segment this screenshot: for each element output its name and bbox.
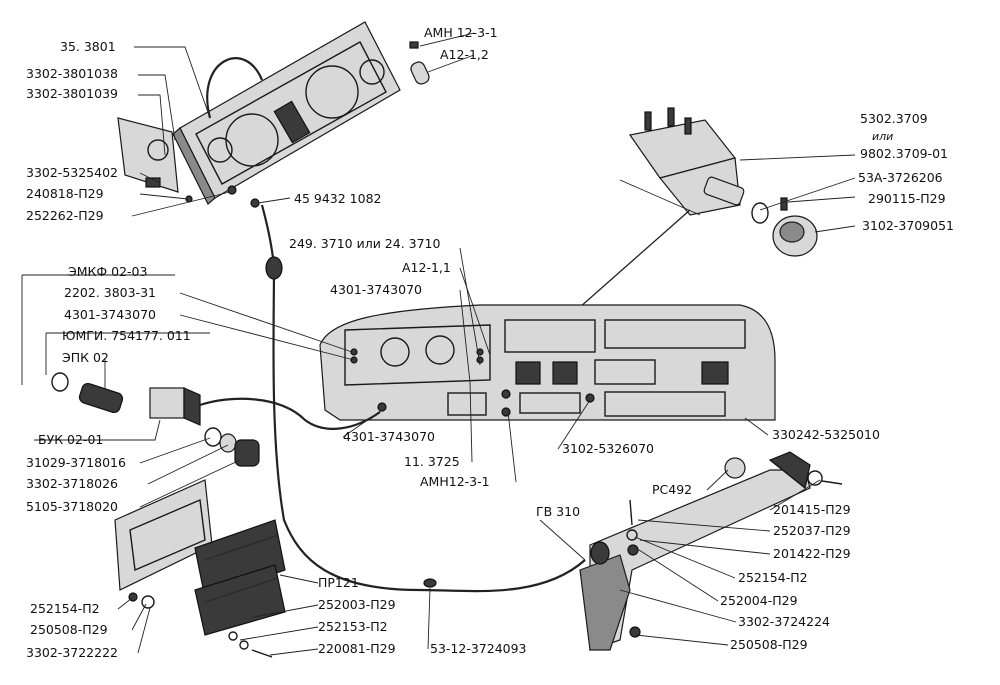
part-label: 53-12-3724093 xyxy=(430,641,527,656)
part-label: 3302-3724224 xyxy=(738,614,830,629)
part-label: ПР121 xyxy=(318,575,359,590)
relay-blocks xyxy=(194,519,286,658)
part-label: А12-1,1 xyxy=(402,260,451,275)
part-label: 3302-3722222 xyxy=(26,645,118,660)
cable-grommet xyxy=(265,256,283,280)
part-label: БУК 02-01 xyxy=(38,432,103,447)
part-label: ЮМГИ. 754177. 011 xyxy=(62,328,191,343)
accelerator-pedal xyxy=(579,451,843,651)
part-label: АМН12-3-1 xyxy=(420,474,490,489)
part-label: 3302-3718026 xyxy=(26,476,118,491)
part-label: 3302-3801038 xyxy=(26,66,118,81)
part-label: ГВ 310 xyxy=(536,504,580,519)
part-label: 252003-П29 xyxy=(318,597,396,612)
part-label: АМН 12-3-1 xyxy=(424,25,498,40)
part-label: 252004-П29 xyxy=(720,593,798,608)
part-label: 3302-5325402 xyxy=(26,165,118,180)
headlight-switch xyxy=(628,107,818,257)
part-label: 5105-3718020 xyxy=(26,499,118,514)
part-label: 249. 3710 или 24. 3710 xyxy=(289,236,441,251)
lamp-bulb xyxy=(409,41,430,85)
part-label: 4301-3743070 xyxy=(330,282,422,297)
part-label: 45 9432 1082 xyxy=(294,191,381,206)
cable-clip xyxy=(423,578,437,588)
part-labels: 35. 3801 3302-3801038 3302-3801039 3302-… xyxy=(26,25,954,660)
part-label: 252037-П29 xyxy=(773,523,851,538)
part-label: 4301-3743070 xyxy=(343,429,435,444)
part-label: 330242-5325010 xyxy=(772,427,880,442)
switch-assembly xyxy=(51,372,260,467)
dashboard-panel xyxy=(319,304,776,421)
instrument-cluster xyxy=(172,21,401,208)
part-label: 201415-П29 xyxy=(773,502,851,517)
part-label: 220081-П29 xyxy=(318,641,396,656)
part-label: 290115-П29 xyxy=(868,191,946,206)
switch-cable xyxy=(199,397,381,430)
part-label: 3302-3801039 xyxy=(26,86,118,101)
part-label: 250508-П29 xyxy=(30,622,108,637)
part-label: ЭМКФ 02-03 xyxy=(68,264,147,279)
part-label: А12-1,2 xyxy=(440,47,489,62)
part-label: 240818-П29 xyxy=(26,186,104,201)
leader-lines xyxy=(21,32,856,656)
part-label: 9802.3709-01 xyxy=(860,146,948,161)
part-label: РС492 xyxy=(652,482,692,497)
part-label: 11. 3725 xyxy=(404,454,460,469)
part-label: 53А-3726206 xyxy=(858,170,943,185)
part-label: ЭПК 02 xyxy=(62,350,109,365)
part-label: 3102-3709051 xyxy=(862,218,954,233)
part-label: 3102-5326070 xyxy=(562,441,654,456)
part-label: 201422-П29 xyxy=(773,546,851,561)
part-label: 2202. 3803-31 xyxy=(64,285,156,300)
part-label: 5302.3709 xyxy=(860,111,928,126)
switch-dashed xyxy=(619,179,701,216)
part-label: 252153-П2 xyxy=(318,619,388,634)
part-label: 4301-3743070 xyxy=(64,307,156,322)
part-label: 252154-П2 xyxy=(30,601,100,616)
part-label: или xyxy=(872,130,893,143)
part-label: 35. 3801 xyxy=(60,39,116,54)
part-label: 252262-П29 xyxy=(26,208,104,223)
part-label: 252154-П2 xyxy=(738,570,808,585)
part-label: 31029-3718016 xyxy=(26,455,126,470)
part-label: 250508-П29 xyxy=(730,637,808,652)
